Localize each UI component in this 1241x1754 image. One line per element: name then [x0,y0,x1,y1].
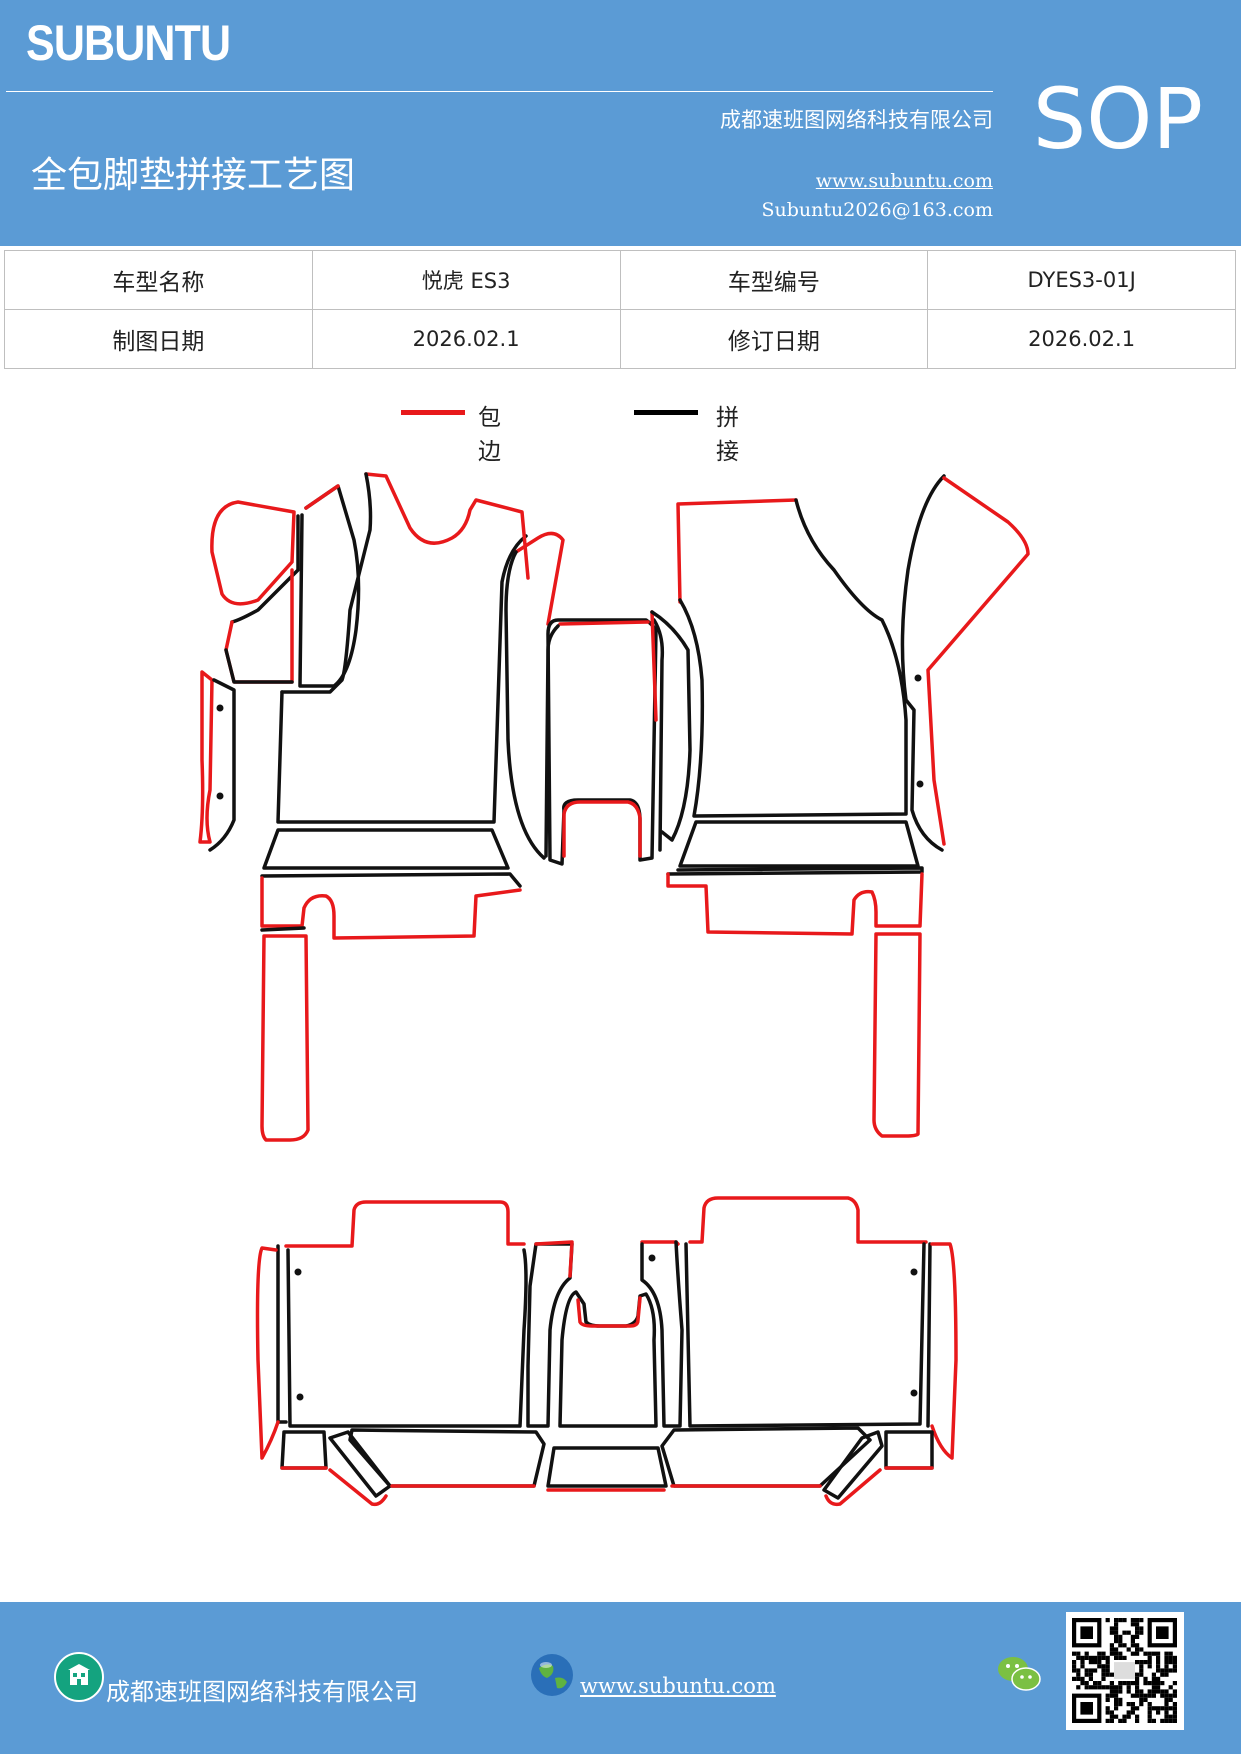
passenger-right-seam [900,474,946,852]
rear-left-diagonal-edge [328,1468,388,1507]
qr-code[interactable] [1066,1612,1184,1730]
floor-mat-diagram [198,472,1030,1507]
center-front-edge [514,531,565,626]
center-tunnel-notch [562,800,642,858]
rear-left-heel [348,1428,546,1488]
header: SUBUNTU SOP 成都速班图网络科技有限公司 全包脚垫拼接工艺图 www.… [0,0,1241,246]
driver-left-flap [210,500,296,606]
rear-left-diagonal [328,1430,392,1498]
center-left-side [504,550,546,860]
website-link[interactable]: www.subuntu.com [815,170,993,192]
driver-sill-strip [260,934,310,1142]
driver-left-strip-seam [208,678,236,852]
email-address: Subuntu2026@163.com [761,199,993,221]
globe-icon [529,1652,575,1698]
model-name-value: 悦虎 ES3 [311,250,621,310]
rear-left-top-edge [284,1200,526,1248]
driver-bottom-edge [260,876,522,940]
center-left-divider [544,624,560,858]
brand-logo: SUBUNTU [26,15,231,71]
driver-main-panel [276,534,528,824]
driver-small-panel-seam [224,648,294,684]
center-right-divider [652,618,665,852]
table-row: 制图日期 2026.02.1 修订日期 2026.02.1 [4,309,1236,369]
hole [914,674,922,682]
hole [910,1389,918,1397]
rear-left-corner-seam [280,1430,328,1470]
revision-date-value: 2026.02.1 [927,309,1236,369]
hole [216,792,224,800]
hole [296,1393,304,1401]
driver-main-left [280,472,373,694]
footer-company-name: 成都速班图网络科技有限公司 [106,1678,418,1706]
rear-right-diagonal [822,1430,884,1500]
rear-center-notch [576,1296,642,1328]
legend-swatch-edge [401,410,465,415]
passenger-bottom-edge [666,872,924,936]
company-name: 成都速班图网络科技有限公司 [720,108,993,132]
passenger-right-flap [926,476,1030,846]
driver-left-strip [198,670,214,844]
driver-top-profile [364,472,530,580]
passenger-top-edge [676,498,798,604]
rear-left-end [255,1246,280,1460]
page-title: 全包脚垫拼接工艺图 [31,155,356,196]
draw-date-label: 制图日期 [4,309,313,369]
rear-left-main-panel [286,1248,528,1428]
driver-heel-strip [262,828,510,870]
model-name-label: 车型名称 [4,250,313,310]
hole [648,1254,656,1262]
rear-right-top-edge [688,1196,928,1244]
driver-bottom-side-seam [260,926,306,932]
rear-right-strip [640,1240,684,1428]
passenger-heel-strip [678,820,920,868]
legend-label-edge: 包边 [478,405,501,465]
passenger-bottom-seam [666,866,924,876]
legend-swatch-seam [634,410,698,415]
vehicle-info-table: 车型名称 悦虎 ES3 车型编号 DYES3-01J 制图日期 2026.02.… [4,250,1236,369]
driver-top-edge [304,484,340,510]
rear-right-diagonal-edge [824,1468,882,1507]
center-tunnel-top [558,620,650,626]
driver-left-flap-seam [230,514,300,624]
rear-right-main-panel [684,1242,926,1428]
footer: 成都速班图网络科技有限公司 www.subuntu.com [0,1602,1241,1754]
driver-bottom-seam [260,872,522,888]
rear-right-end [930,1242,958,1460]
rear-left-strip [526,1242,574,1428]
hole [910,1268,918,1276]
header-divider [6,91,993,92]
hole [216,704,224,712]
wechat-icon [996,1654,1042,1694]
model-code-value: DYES3-01J [927,250,1236,310]
mounting-holes [216,674,924,1401]
hole [294,1268,302,1276]
model-code-label: 车型编号 [619,250,929,310]
legend-label-seam: 拼接 [716,405,739,465]
draw-date-value: 2026.02.1 [311,309,621,369]
rear-left-outer-seam [276,1244,288,1424]
rear-center-tunnel [558,1290,658,1428]
passenger-main-panel [678,498,908,818]
driver-strip-seam [298,484,361,688]
passenger-left-flank-seam [650,610,692,842]
rear-left-strip-top [534,1240,574,1278]
rear-right-heel [660,1426,872,1488]
sop-label: SOP [1032,70,1203,168]
footer-website-link[interactable]: www.subuntu.com [580,1674,776,1698]
rear-right-strip-top [640,1240,680,1246]
building-icon [54,1652,104,1702]
passenger-left-flank [650,610,658,722]
hole [916,780,924,788]
rear-right-outer-seam [926,1242,932,1428]
table-row: 车型名称 悦虎 ES3 车型编号 DYES3-01J [4,250,1236,310]
revision-date-label: 修订日期 [619,309,929,369]
passenger-sill-strip [872,932,922,1138]
rear-right-corner-seam [884,1430,934,1470]
rear-center-heel [546,1446,668,1488]
